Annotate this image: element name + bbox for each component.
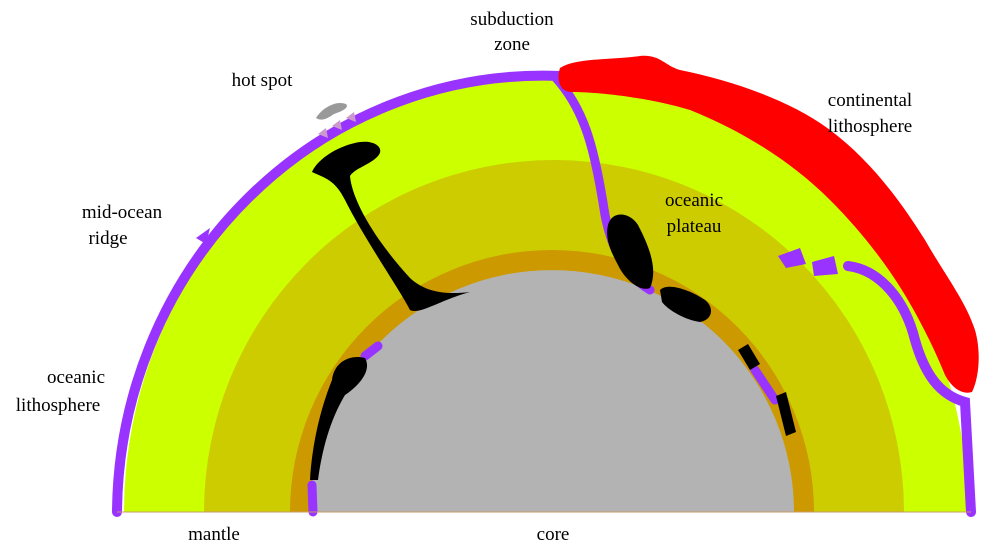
cmb-slab-remnant bbox=[360, 341, 383, 361]
subduction-zone-label: subduction bbox=[470, 9, 554, 30]
hot-spot-marker bbox=[318, 128, 328, 138]
mid-ocean-ridge-label: mid-ocean bbox=[82, 202, 163, 223]
oceanic-lithosphere-band bbox=[112, 70, 565, 517]
mid-ocean-ridge-marker bbox=[196, 228, 210, 244]
slab-fragment bbox=[778, 248, 806, 268]
mantle-label: mantle bbox=[188, 524, 240, 545]
subduction-zone-label: zone bbox=[494, 34, 530, 55]
core bbox=[310, 270, 794, 512]
hot-spot-marker bbox=[346, 112, 356, 122]
slab-fragment bbox=[812, 256, 838, 276]
continental-lithosphere-label: lithosphere bbox=[828, 116, 912, 137]
oceanic-plateau-label: oceanic bbox=[665, 190, 723, 211]
plume-root-pile bbox=[310, 356, 368, 480]
mantle-plume bbox=[312, 141, 470, 311]
continental-lithosphere bbox=[558, 55, 979, 393]
hot-spot-volcano bbox=[316, 102, 347, 120]
cmb-slab-remnant bbox=[750, 365, 780, 405]
oceanic-plateau-slab bbox=[607, 214, 654, 289]
mid-ocean-ridge-label: ridge bbox=[88, 228, 127, 249]
oceanic-lithosphere-label: lithosphere bbox=[16, 395, 100, 416]
cmb-slab-remnant bbox=[307, 480, 318, 517]
hot-spot-marker bbox=[332, 120, 342, 130]
slab-pile bbox=[660, 286, 712, 322]
slab-pile bbox=[738, 344, 760, 370]
slab-pile bbox=[776, 392, 796, 436]
oceanic-plateau-label: plateau bbox=[667, 216, 722, 237]
subducting-slab-continental bbox=[843, 261, 976, 517]
core-label: core bbox=[537, 524, 570, 545]
hot-spot-label: hot spot bbox=[232, 70, 293, 91]
oceanic-lithosphere-label: oceanic bbox=[47, 367, 105, 388]
continental-lithosphere-label: continental bbox=[828, 90, 912, 111]
